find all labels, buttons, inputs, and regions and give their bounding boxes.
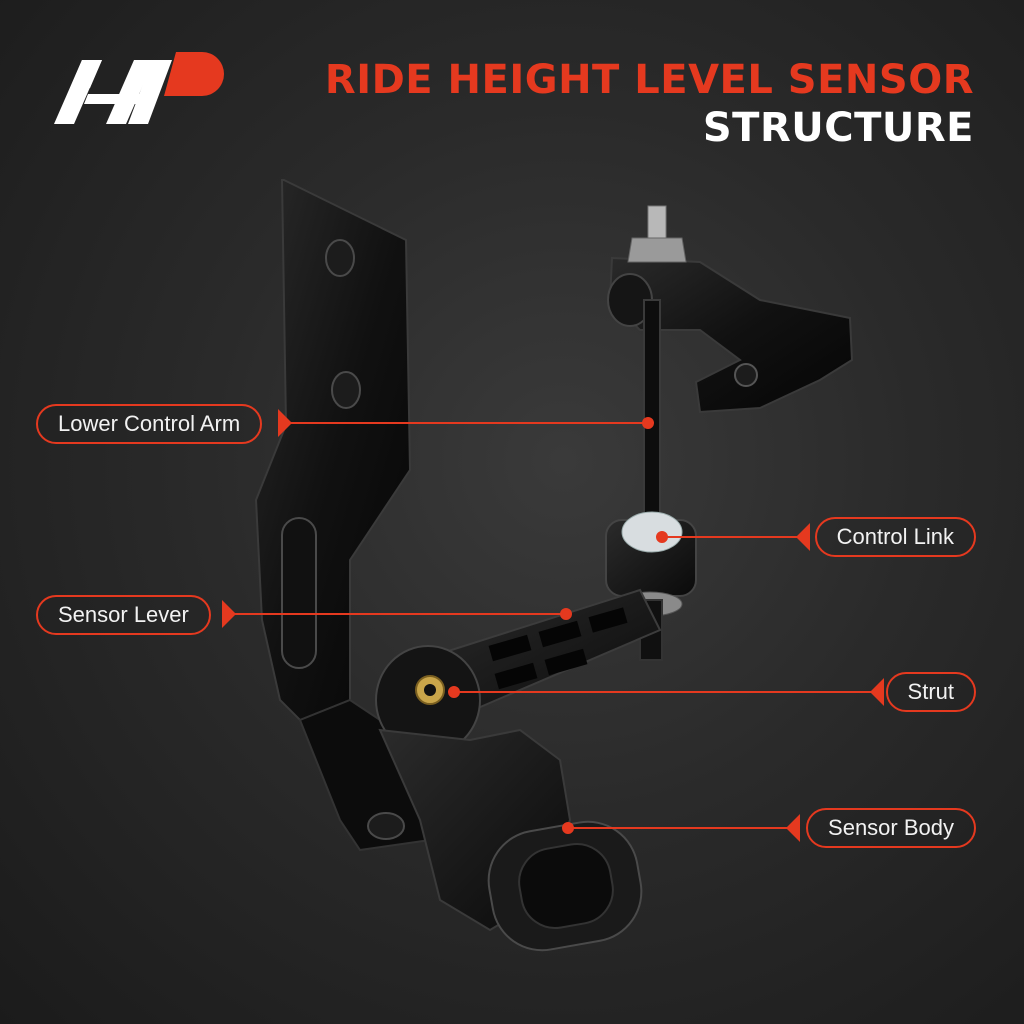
page-title: RIDE HEIGHT LEVEL SENSOR STRUCTURE (325, 56, 974, 152)
callout-sensor-lever: Sensor Lever (36, 595, 211, 635)
sensor-body (378, 728, 643, 952)
callout-lower-control-arm: Lower Control Arm (36, 404, 263, 444)
callout-control-link: Control Link (814, 517, 976, 557)
title-line-primary: RIDE HEIGHT LEVEL SENSOR (324, 57, 974, 103)
upper-mount-bracket (607, 205, 854, 414)
callout-sensor-body: Sensor Body (806, 808, 976, 848)
brand-logo-icon (54, 52, 224, 124)
strut-pivot (375, 645, 481, 755)
sensor-lever (418, 588, 662, 722)
callout-strut: Strut (885, 672, 976, 712)
title-line-secondary: STRUCTURE (702, 105, 974, 151)
